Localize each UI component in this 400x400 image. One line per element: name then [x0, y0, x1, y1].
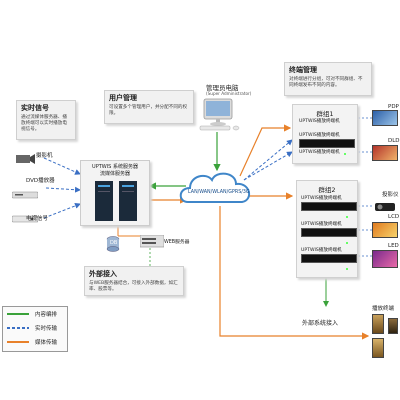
legend-realtime-label: 实时传输 [35, 326, 58, 332]
legend-media: 媒体传输 [3, 335, 67, 349]
legend-realtime: 实时传输 [3, 321, 67, 335]
terminal-mgmt-desc: 对终端进行分组，可对不同群组、不同终端发布不同的内容。 [289, 77, 363, 88]
player-terminal-label: 播放终端 [372, 306, 395, 312]
projector-label: 投影仪 [382, 192, 399, 198]
legend-media-line [7, 341, 29, 343]
server-box: UPTWIS 系统服务器 流媒体服务器 [80, 160, 150, 226]
web-server-label: WEB服务器 [164, 240, 190, 245]
server-name: UPTWIS 系统服务器 [92, 164, 138, 170]
group-2-terminal-2: UPTWIS播放终端机 [301, 221, 357, 244]
group-1-terminal-2: UPTWIS播放终端机 [299, 132, 355, 155]
camera-icon [14, 150, 36, 164]
admin-title: 管理员电脑 [206, 84, 239, 92]
group-1: 群组1 UPTWIS播放终端机 UPTWIS播放终端机 UPTWIS播放终端机 [292, 104, 358, 164]
tv-signal-label: 电视信号 [26, 216, 49, 222]
pdp-label: PDP [388, 104, 399, 110]
terminal-device-icon [301, 254, 357, 270]
terminal-device-icon [299, 139, 355, 155]
legend-content-line [7, 313, 29, 315]
terminal-label: UPTWIS播放终端机 [299, 119, 340, 124]
realtime-signal-title: 实时信号 [21, 104, 49, 112]
cloud-label: LAN/WAN/WLAN/GPRS/3G [188, 190, 250, 195]
db-icon [106, 236, 120, 252]
db-label: DB [110, 240, 118, 246]
led-label: LED [388, 243, 399, 249]
external-access-note: 外部接入 与WEB服务器结合，可接入外部数据，如汇率、股票等。 [84, 266, 184, 296]
terminal-mgmt-note: 终端管理 对终端进行分组，可对不同群组、不同终端发布不同的内容。 [284, 62, 372, 96]
terminal-label: UPTWIS播放终端机 [301, 196, 342, 201]
lcd-screen [372, 222, 398, 238]
external-access-title: 外部接入 [89, 270, 117, 278]
user-mgmt-title: 用户管理 [109, 94, 137, 102]
lcd-label: LCD [388, 214, 400, 220]
realtime-signal-note: 实时信号 通过流媒体服务器、播放终端可以实时播放电视信号。 [16, 100, 76, 140]
web-server-icon [139, 234, 165, 248]
admin-computer-icon [198, 98, 242, 132]
group-1-terminal-1: UPTWIS播放终端机 [299, 118, 355, 124]
group-2-terminal-3: UPTWIS播放终端机 [301, 247, 357, 270]
user-mgmt-note: 用户管理 可设置多个管理用户，并分配不同的权限。 [104, 90, 194, 124]
terminal-label: UPTWIS播放终端机 [301, 222, 342, 227]
terminal-label: UPTWIS播放终端机 [301, 248, 342, 253]
group-2-title: 群组2 [318, 186, 336, 194]
legend-content: 内容编排 [3, 307, 67, 321]
terminal-mgmt-title: 终端管理 [289, 66, 317, 74]
pdp-screen [372, 110, 398, 126]
external-system-label: 外部系统接入 [302, 320, 339, 327]
external-access-desc: 与WEB服务器结合，可接入外部数据，如汇率、股票等。 [89, 281, 178, 292]
terminal-label: UPTWIS播放终端机 [299, 150, 340, 155]
dld-label: DLD [388, 138, 400, 144]
led-screen [372, 250, 398, 268]
server-sub: 流媒体服务器 [99, 171, 130, 177]
terminal-label: UPTWIS播放终端机 [299, 133, 340, 138]
group-2: 群组2 UPTWIS播放终端机 UPTWIS播放终端机 UPTWIS播放终端机 [296, 180, 358, 278]
admin-subtitle: (Super Administrator) [206, 91, 252, 96]
terminal-device-icon [301, 228, 357, 244]
realtime-signal-desc: 通过流媒体服务器、播放终端可以实时播放电视信号。 [21, 115, 67, 132]
player-terminal-screen-3 [372, 338, 384, 358]
legend-media-label: 媒体传输 [35, 340, 58, 346]
projector-icon [374, 198, 398, 211]
dvd-icon [11, 184, 39, 199]
group-1-terminal-3: UPTWIS播放终端机 [299, 149, 355, 155]
group-2-terminal-1: UPTWIS播放终端机 [301, 195, 357, 218]
network-cloud [176, 166, 256, 210]
legend: 内容编排 实时传输 媒体传输 [2, 306, 68, 352]
user-mgmt-desc: 可设置多个管理用户，并分配不同的权限。 [109, 105, 188, 116]
group-1-title: 群组1 [316, 110, 334, 118]
server-rack-icon [95, 181, 137, 225]
dld-screen [372, 145, 398, 161]
player-terminal-screen-2 [388, 318, 398, 334]
legend-content-label: 内容编排 [35, 312, 58, 318]
dvd-label: DVD播放器 [26, 178, 55, 184]
terminal-device-icon [301, 202, 357, 218]
camera-label: 摄影机 [36, 153, 53, 159]
legend-realtime-line [7, 327, 29, 329]
player-terminal-screen-1 [372, 314, 384, 334]
